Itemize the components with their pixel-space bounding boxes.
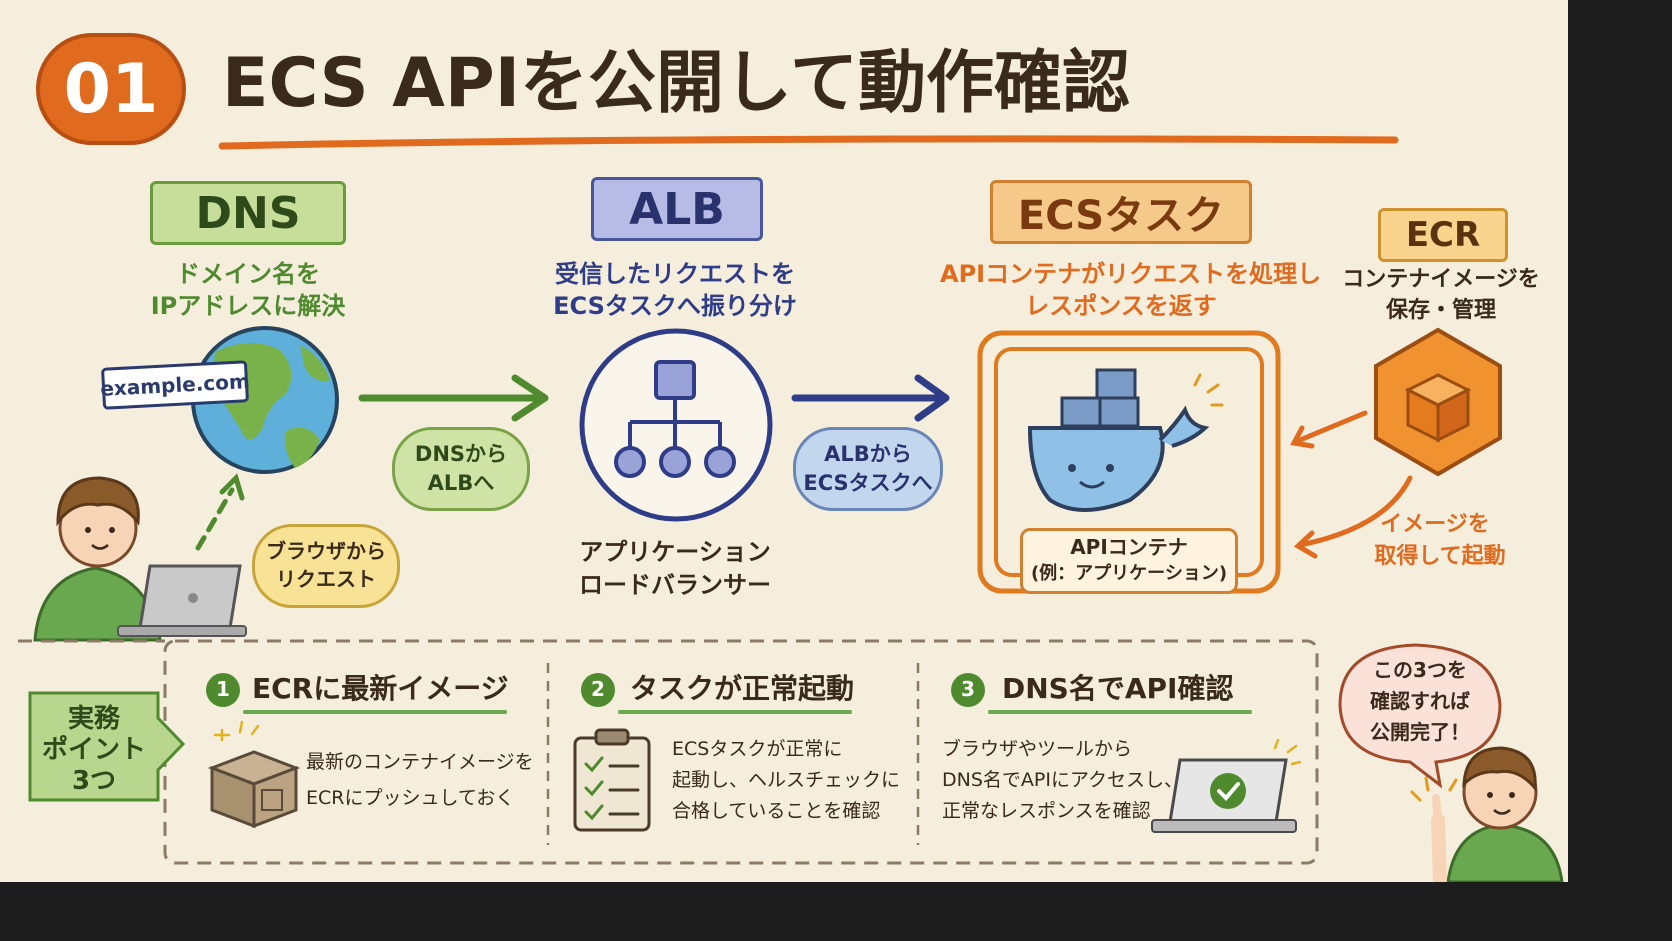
docker-whale-icon	[1027, 368, 1224, 512]
ecs-desc-line2: レスポンスを返す	[1025, 292, 1217, 320]
point-2-line2: 起動し、ヘルスチェックに	[672, 769, 901, 791]
points-badge-line2: ポイント	[41, 735, 146, 765]
ecr-desc-line1: コンテナイメージを	[1342, 267, 1540, 292]
points-badge-line3: 3つ	[71, 766, 117, 796]
point-2-title: タスクが正常起動	[630, 672, 855, 705]
speech-line2: 確認すれば	[1370, 689, 1470, 713]
alb-to-ecs-line2: ECSタスクへ	[803, 471, 933, 495]
alb-to-ecs-line1: ALBから	[824, 442, 912, 466]
point-2-line1: ECSタスクが正常に	[672, 738, 843, 760]
domain-tag: example.com	[99, 360, 251, 410]
points-badge-line1: 実務	[67, 704, 120, 734]
point-1-number: 1	[216, 677, 230, 701]
alb-to-ecs-bubble	[793, 427, 943, 511]
dns-desc-line1: ドメイン名を	[176, 260, 320, 288]
ecr-pull-line2: 取得して起動	[1374, 544, 1506, 569]
diagram-drawing	[18, 135, 1564, 882]
domain-tag-text: example.com	[99, 369, 251, 401]
dns-label: DNS	[150, 181, 346, 245]
api-container-line1: APIコンテナ	[1070, 535, 1188, 559]
ecr-cube-icon	[1374, 327, 1502, 477]
ecs-desc-line1: APIコンテナがリクエストを処理し	[940, 260, 1322, 288]
alb-desc-line1: 受信したリクエストを	[555, 260, 795, 288]
point-3-line2: DNS名でAPIにアクセスし、	[942, 769, 1184, 791]
point-3-number: 3	[961, 677, 975, 701]
infographic-canvas: 01 ECS APIを公開して動作確認 DNS ドメイン名を IPアドレスに解決…	[0, 0, 1568, 882]
point-1-line2: ECRにプッシュしておく	[306, 787, 515, 809]
ecr-label: ECR	[1378, 208, 1508, 262]
alb-caption-line2: ロードバランサー	[579, 571, 771, 599]
browser-bubble-line2: リクエスト	[276, 567, 376, 591]
api-container-tag	[1020, 528, 1238, 594]
title-number: 01	[63, 49, 159, 129]
ecr-pull-line1: イメージを	[1380, 512, 1490, 537]
user-with-laptop-icon	[33, 476, 247, 642]
alb-desc-line2: ECSタスクへ振り分け	[553, 292, 797, 320]
title-number-badge: 01	[36, 33, 186, 145]
dns-to-alb-line1: DNSから	[414, 442, 508, 466]
browser-request-bubble	[252, 524, 400, 608]
point-1-line1: 最新のコンテナイメージを	[306, 751, 534, 773]
point-2-line3: 合格していることを確認	[672, 800, 881, 822]
point-2-number: 2	[591, 677, 605, 701]
person-pointing-icon	[1410, 746, 1564, 882]
point-3-line3: 正常なレスポンスを確認	[942, 800, 1151, 822]
dns-to-alb-bubble	[392, 427, 530, 511]
dns-desc-line2: IPアドレスに解決	[150, 292, 346, 320]
point-3-line1: ブラウザやツールから	[942, 738, 1133, 760]
load-balancer-icon	[579, 328, 773, 522]
ecr-desc-line2: 保存・管理	[1385, 298, 1496, 323]
laptop-check-icon	[1151, 738, 1302, 833]
speech-line3: 公開完了！	[1370, 720, 1470, 744]
browser-bubble-line1: ブラウザから	[266, 539, 386, 563]
point-3-title: DNS名でAPI確認	[1002, 672, 1234, 705]
speech-line1: この3つを	[1373, 658, 1467, 682]
api-container-line2: (例：アプリケーション)	[1030, 563, 1228, 584]
page-title: ECS APIを公開して動作確認	[222, 44, 1130, 123]
container-box-icon	[207, 720, 301, 829]
alb-label: ALB	[591, 177, 763, 241]
ecs-task-label: ECSタスク	[990, 180, 1252, 244]
checklist-clipboard-icon	[573, 728, 651, 832]
point-1-title: ECRに最新イメージ	[252, 672, 509, 705]
alb-caption-line1: アプリケーション	[579, 538, 771, 566]
dns-to-alb-line2: ALBへ	[427, 471, 495, 495]
